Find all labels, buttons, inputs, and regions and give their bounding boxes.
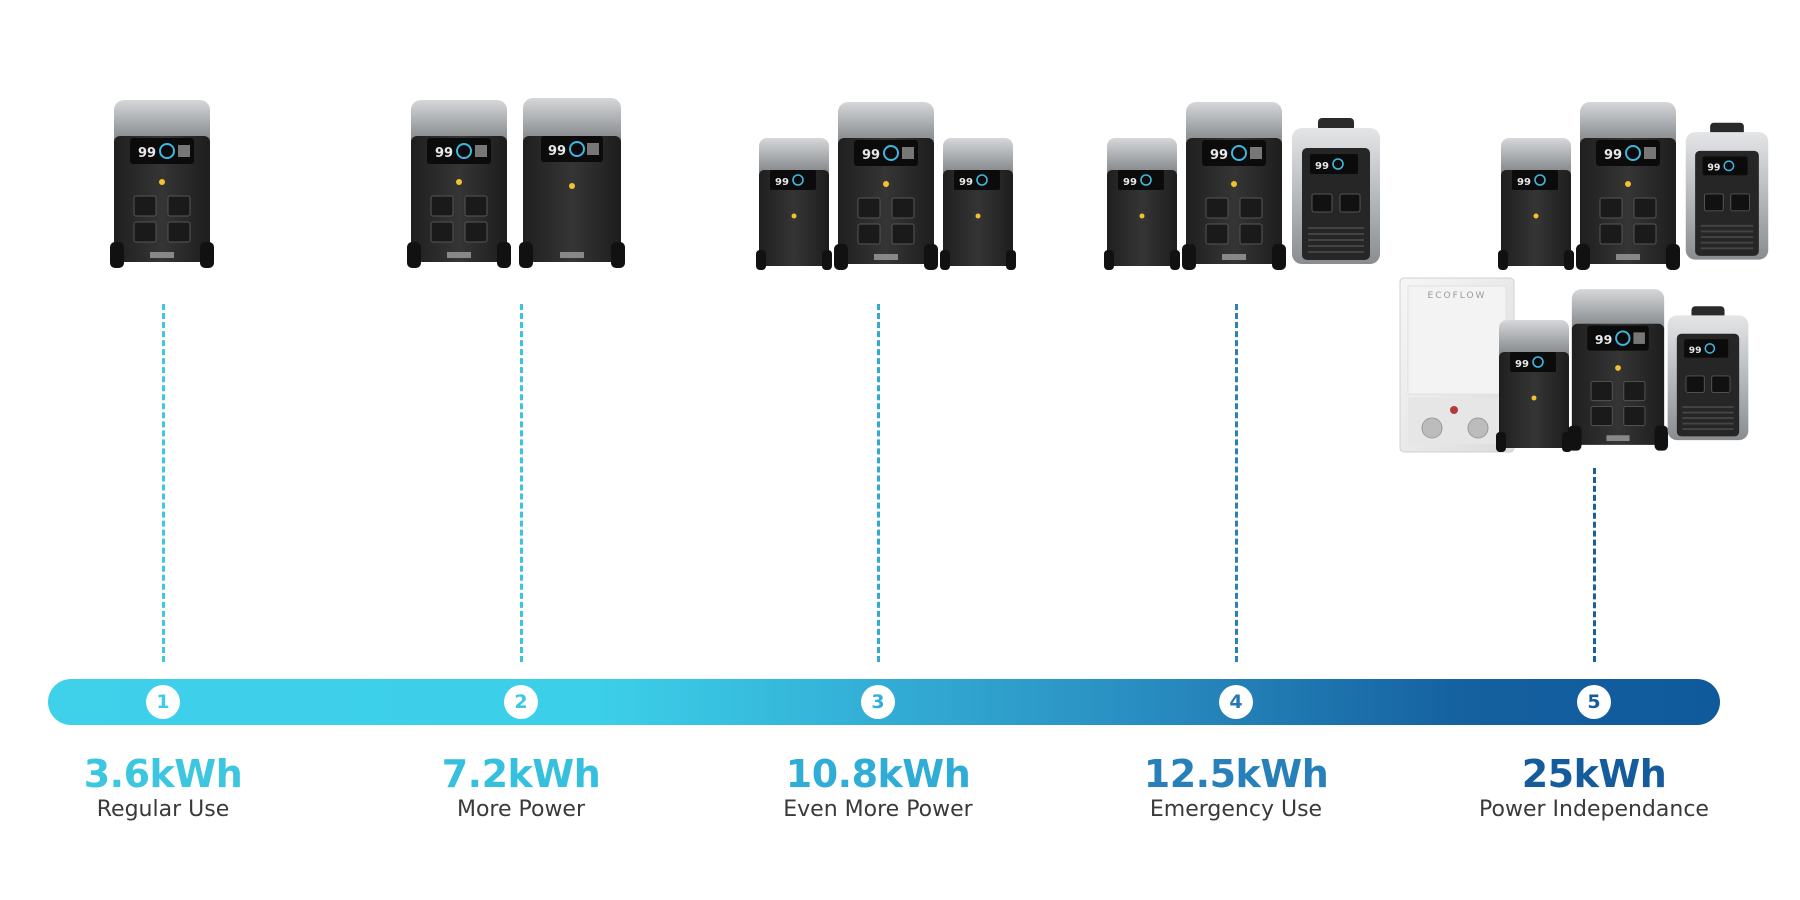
svg-text:99: 99	[1707, 163, 1720, 174]
use-case-label: Even More Power	[783, 797, 973, 822]
step-marker-1: 1	[146, 685, 180, 719]
extra-battery-icon: 99	[1496, 300, 1572, 454]
step-number: 5	[1587, 691, 1601, 713]
panel-brand-label: ECOFLOW	[1428, 291, 1487, 301]
use-case-label: More Power	[456, 797, 586, 822]
capacity-value: 10.8kWh	[785, 752, 971, 796]
connector-line-3	[877, 304, 880, 662]
tier-3-products: 99 99	[756, 94, 1016, 272]
power-station-main-icon: 99	[1576, 94, 1680, 272]
svg-text:99: 99	[1210, 148, 1228, 163]
svg-text:99: 99	[1689, 345, 1702, 356]
extra-battery-icon: 99	[519, 92, 625, 270]
power-station-main-icon: 99	[110, 92, 214, 270]
extra-battery-icon: 99	[756, 118, 832, 272]
use-case-label: Emergency Use	[1149, 797, 1323, 822]
capacity-value: 7.2kWh	[441, 752, 601, 796]
use-case-label: Regular Use	[96, 797, 230, 822]
step-marker-2: 2	[504, 685, 538, 719]
svg-text:99: 99	[1315, 161, 1329, 172]
tier-5-label: 25kWh Power Independance	[1434, 752, 1754, 824]
svg-text:99: 99	[959, 177, 973, 188]
step-number: 2	[514, 691, 528, 713]
svg-text:99: 99	[862, 148, 880, 163]
svg-text:99: 99	[1515, 359, 1529, 370]
step-marker-3: 3	[861, 685, 895, 719]
smart-generator-icon: 99	[1288, 114, 1384, 272]
step-marker-4: 4	[1219, 685, 1253, 719]
tier-5-products-top: 99 99	[1498, 94, 1772, 272]
tier-2-label: 7.2kWh More Power	[361, 752, 681, 824]
power-station-main-icon: 99	[1182, 94, 1286, 272]
tier-4-label: 12.5kWh Emergency Use	[1076, 752, 1396, 824]
svg-text:99: 99	[1123, 177, 1137, 188]
connector-line-4	[1235, 304, 1238, 662]
extra-battery-icon: 99	[940, 118, 1016, 272]
tier-3-label: 10.8kWh Even More Power	[718, 752, 1038, 824]
step-number: 4	[1229, 691, 1243, 713]
tier-1-label: 3.6kWh Regular Use	[3, 752, 323, 824]
extra-battery-icon: 99	[1104, 118, 1180, 272]
svg-text:99: 99	[435, 146, 453, 161]
svg-text:99: 99	[1517, 177, 1531, 188]
power-station-main-icon: 99	[407, 92, 511, 270]
connector-line-5	[1593, 468, 1596, 662]
svg-text:99: 99	[775, 177, 789, 188]
step-marker-5: 5	[1577, 685, 1611, 719]
power-station-main-icon: 99	[1568, 280, 1668, 454]
capacity-value: 25kWh	[1521, 752, 1667, 796]
power-station-main-icon: 99	[834, 94, 938, 272]
smart-home-panel-icon: ECOFLOW	[1398, 276, 1516, 454]
use-case-label: Power Independance	[1479, 797, 1709, 822]
tier-1-products: 99	[110, 92, 214, 270]
smart-generator-icon: 99	[1664, 296, 1752, 454]
step-number: 1	[156, 691, 170, 713]
tier-2-products: 99 99	[407, 92, 625, 270]
tier-4-products: 99 99	[1104, 94, 1384, 272]
connector-line-1	[162, 304, 165, 662]
capacity-value: 3.6kWh	[83, 752, 243, 796]
svg-text:99: 99	[1604, 148, 1622, 163]
capacity-value: 12.5kWh	[1143, 752, 1329, 796]
tier-5-products-bottom: ECOFLOW 99	[1398, 276, 1752, 454]
extra-battery-icon: 99	[1498, 118, 1574, 272]
step-number: 3	[871, 691, 885, 713]
svg-text:99: 99	[138, 146, 156, 161]
smart-generator-icon: 99	[1682, 114, 1772, 272]
connector-line-2	[520, 304, 523, 662]
svg-text:99: 99	[548, 144, 566, 159]
svg-text:99: 99	[1595, 332, 1612, 347]
